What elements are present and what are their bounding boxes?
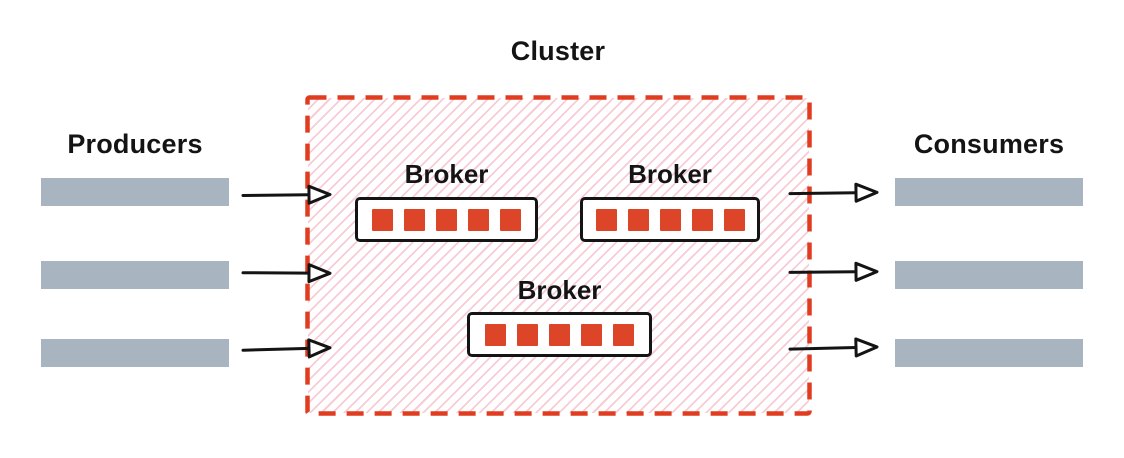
partition-square bbox=[691, 208, 713, 231]
producer-bar bbox=[41, 178, 229, 206]
consumer-flow-arrow-icon bbox=[788, 182, 879, 203]
producer-flow-arrow-icon bbox=[241, 184, 332, 205]
producer-flow-arrow-icon bbox=[241, 263, 332, 284]
producer-bar bbox=[41, 261, 229, 289]
broker-label: Broker bbox=[404, 159, 489, 189]
partition-square bbox=[517, 323, 538, 346]
partition-square bbox=[485, 323, 506, 346]
partition-square bbox=[723, 208, 745, 231]
consumers-label: Consumers bbox=[913, 129, 1065, 159]
broker-box bbox=[580, 197, 760, 242]
consumer-flow-arrow-icon bbox=[788, 337, 879, 358]
broker-label: Broker bbox=[517, 275, 602, 305]
partition-square bbox=[595, 208, 617, 231]
partition-square bbox=[613, 323, 634, 346]
partition-square bbox=[372, 208, 393, 231]
partition-square bbox=[500, 208, 521, 231]
consumer-flow-arrow-icon bbox=[788, 261, 879, 282]
consumer-bar bbox=[895, 261, 1083, 289]
producers-label: Producers bbox=[67, 129, 203, 159]
consumer-bar bbox=[895, 339, 1083, 367]
cluster-hatch-pattern bbox=[308, 98, 809, 413]
partition-square bbox=[436, 208, 457, 231]
partition-square bbox=[581, 323, 602, 346]
partition-square bbox=[627, 208, 649, 231]
consumer-bars bbox=[895, 178, 1083, 367]
broker-label: Broker bbox=[628, 159, 712, 189]
producer-bar bbox=[41, 339, 229, 367]
cluster-boundary bbox=[305, 95, 812, 416]
cluster-dashed-border bbox=[305, 95, 812, 416]
broker-box bbox=[355, 197, 538, 242]
partition-square bbox=[468, 208, 489, 231]
consumer-bar bbox=[895, 178, 1083, 206]
cluster-title: Cluster bbox=[510, 36, 606, 66]
partition-square bbox=[404, 208, 425, 231]
producer-flow-arrow-icon bbox=[241, 338, 332, 359]
broker-box bbox=[467, 312, 652, 357]
partition-square bbox=[549, 323, 570, 346]
partition-square bbox=[659, 208, 681, 231]
producer-bars bbox=[41, 178, 229, 367]
